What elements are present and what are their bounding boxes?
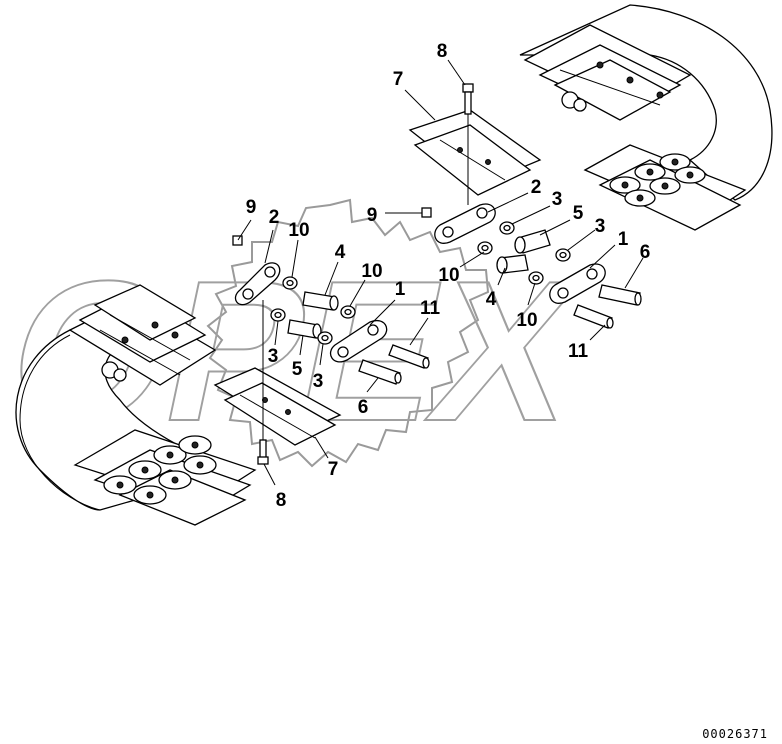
callout-10-b: 10	[438, 265, 459, 286]
callout-3-b: 3	[595, 216, 606, 237]
left-link-chain	[103, 435, 217, 505]
callout-6-right: 6	[640, 242, 651, 263]
pin-6-right	[598, 284, 642, 306]
callout-labels: 8 7 2 3 5 3 1 6 9 10 4 10 11 9 2 10 4 10…	[246, 41, 651, 511]
shoe-bolt-bottom	[257, 439, 269, 465]
callout-7-top: 7	[393, 69, 404, 90]
callout-9-left: 9	[246, 197, 257, 218]
seal-3-a	[499, 221, 515, 235]
callout-2-right: 2	[531, 177, 542, 198]
left-top-shoes	[68, 284, 217, 386]
spacer-10-a	[282, 276, 298, 290]
callout-11-left: 11	[420, 298, 441, 319]
right-bottom-shoes	[583, 144, 747, 231]
callout-5-right: 5	[573, 203, 584, 224]
callout-9-mid: 9	[367, 205, 378, 226]
bushing-4-right	[496, 254, 529, 274]
seal-3-c	[270, 308, 286, 322]
callout-4-left: 4	[335, 242, 346, 263]
spacer-10-c	[528, 271, 544, 285]
callout-3-a: 3	[552, 189, 563, 210]
shoe-bolt-top	[462, 83, 474, 115]
drawing-reference-number: 00026371	[702, 727, 768, 741]
seal-3-b	[555, 248, 571, 262]
link-1-right	[549, 263, 606, 304]
pin-11-left	[388, 344, 430, 369]
callout-3-d: 3	[313, 371, 324, 392]
right-track-assembly	[519, 4, 773, 231]
pin-11-right	[573, 304, 614, 329]
spacer-10-b	[477, 241, 493, 255]
bushing-4-left	[302, 291, 339, 311]
bushing-5-right	[514, 229, 551, 254]
callout-3-c: 3	[268, 346, 279, 367]
nut-9-left	[232, 235, 243, 246]
callout-1-right: 1	[618, 229, 629, 250]
right-top-shoes	[523, 24, 692, 121]
callout-11-right: 11	[568, 341, 589, 362]
pin-6-left	[358, 359, 402, 385]
callout-10-c: 10	[516, 310, 537, 331]
link-2-left	[234, 262, 281, 306]
seal-3-d	[317, 331, 333, 345]
callout-6-left: 6	[358, 397, 369, 418]
callout-8-top: 8	[437, 41, 448, 62]
right-link-chain	[609, 153, 706, 207]
left-bottom-shoes	[73, 429, 257, 526]
callout-10-d: 10	[361, 261, 382, 282]
callout-8-bottom: 8	[276, 490, 287, 511]
callout-10-a: 10	[288, 220, 309, 241]
link-2-right	[434, 203, 496, 244]
callout-2-left: 2	[269, 207, 280, 228]
callout-7-bottom: 7	[328, 459, 339, 480]
leader-lines	[237, 59, 644, 486]
shoe-top	[408, 88, 542, 205]
callout-5-left: 5	[292, 359, 303, 380]
left-track-assembly	[15, 284, 257, 526]
link-1-left	[330, 319, 388, 363]
nut-9-mid	[421, 207, 432, 218]
callout-4-right: 4	[486, 289, 497, 310]
spacer-10-d	[340, 305, 356, 319]
callout-1-left: 1	[395, 279, 406, 300]
shoe-bottom	[213, 300, 342, 446]
